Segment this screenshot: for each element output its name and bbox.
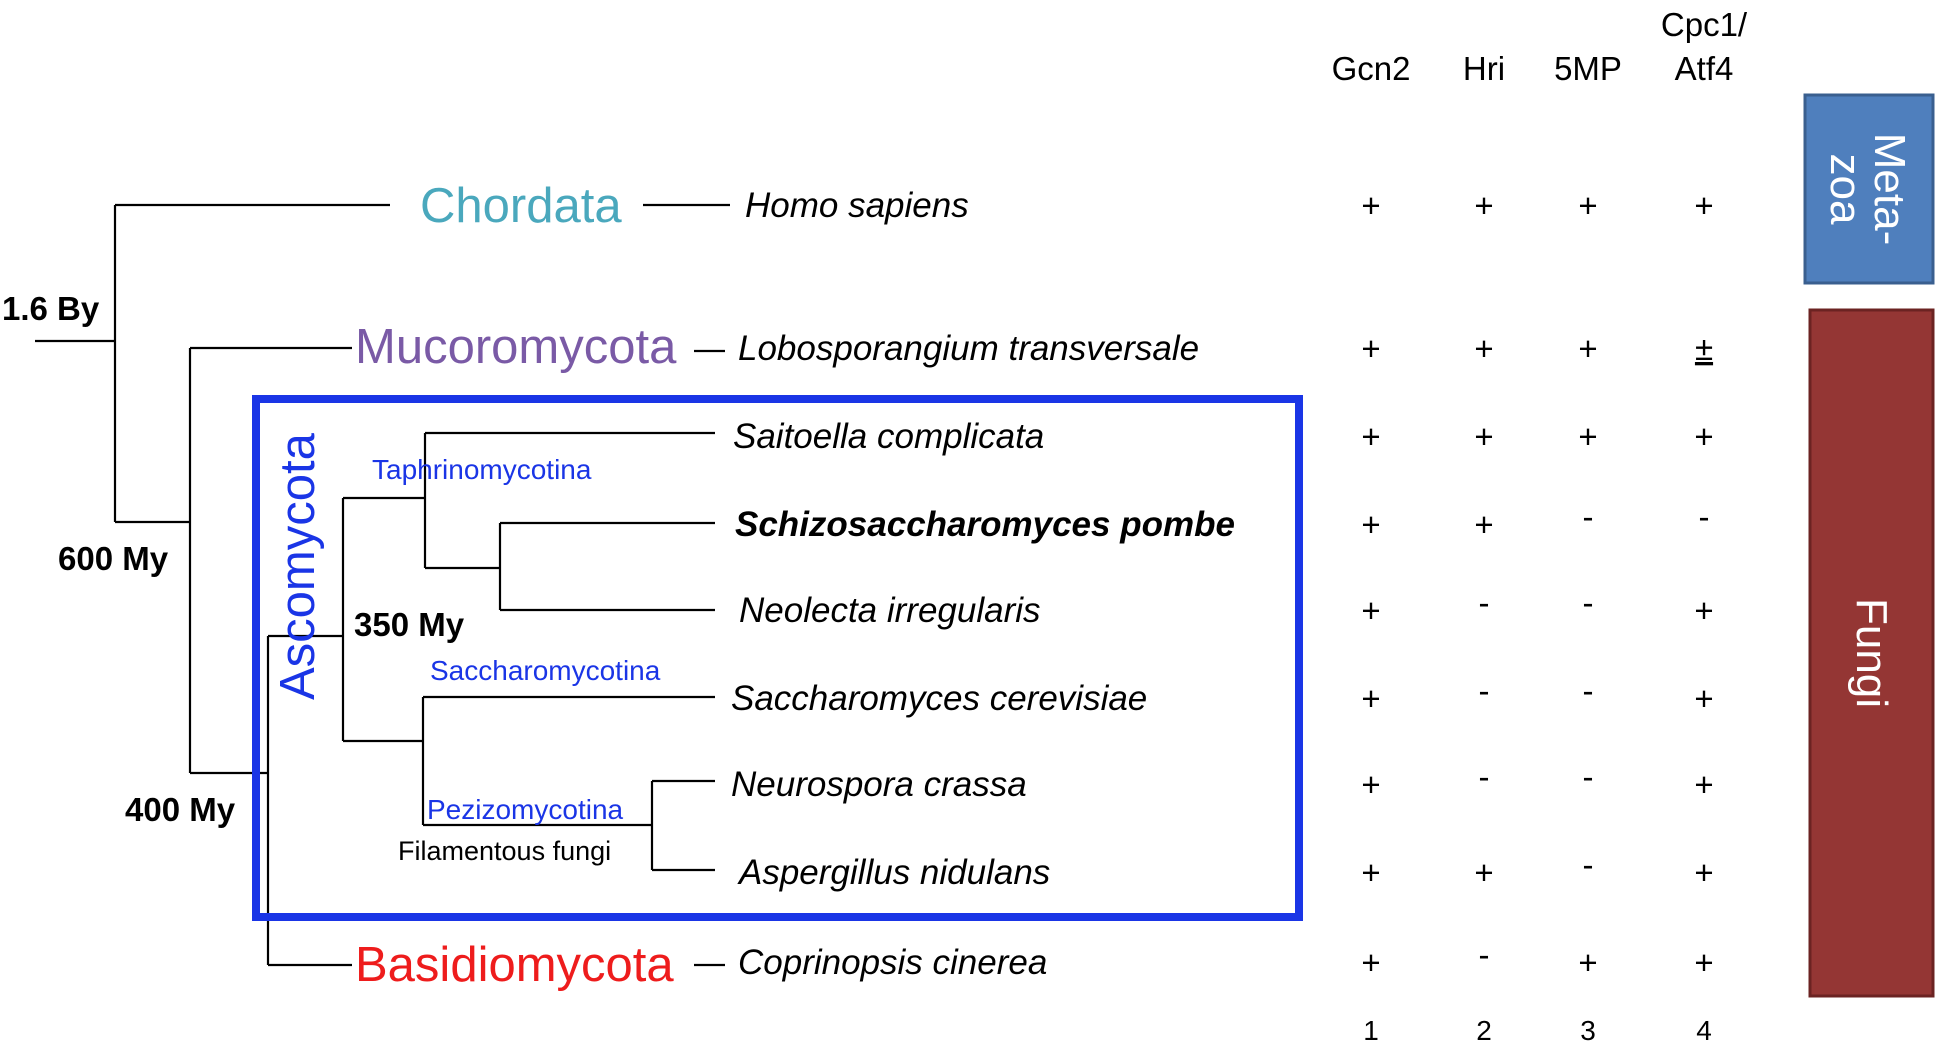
phylum-basidiomycota: Basidiomycota	[355, 938, 674, 992]
presence-cell: -	[1583, 758, 1594, 795]
presence-cell: +	[1474, 506, 1493, 543]
presence-cell: +	[1578, 187, 1597, 224]
presence-cell: -	[1479, 758, 1490, 795]
presence-cell: +	[1361, 592, 1380, 629]
age-root: 1.6 By	[2, 290, 100, 327]
presence-cell: -	[1479, 936, 1490, 973]
presence-cell: +	[1578, 418, 1597, 455]
presence-cell: +	[1694, 854, 1713, 891]
column-number: 1	[1363, 1015, 1379, 1045]
presence-cell: +	[1578, 944, 1597, 981]
metazoa-label: Meta- zoa	[1821, 133, 1914, 245]
fungi-label: Fungi	[1847, 598, 1896, 708]
presence-cell: -	[1583, 846, 1594, 883]
presence-cell: +	[1694, 766, 1713, 803]
species-name: Saccharomyces cerevisiae	[731, 679, 1147, 718]
presence-cell: +	[1361, 680, 1380, 717]
column-header-4-line-3: Atf4	[1675, 50, 1734, 87]
metazoa-label-line2: zoa	[1821, 154, 1870, 225]
presence-cell: +	[1361, 187, 1380, 224]
column-numbers: 1 2 3 4	[1363, 1015, 1712, 1046]
species-name: Homo sapiens	[745, 186, 969, 225]
column-number: 2	[1476, 1015, 1492, 1045]
presence-cell: +	[1474, 854, 1493, 891]
presence-cell: -	[1479, 584, 1490, 621]
presence-cell: ±	[1695, 330, 1713, 367]
presence-cell: +	[1694, 680, 1713, 717]
presence-cell: +	[1694, 944, 1713, 981]
presence-cell: +	[1361, 854, 1380, 891]
species-name: Neurospora crassa	[731, 765, 1027, 804]
presence-table: + + + + + + + ± + + + + + + - - + - - + + - - + + - - + + + - + + - + +	[1361, 187, 1713, 981]
species-name: Coprinopsis cinerea	[738, 943, 1047, 982]
ascomycota-box	[252, 395, 1303, 921]
presence-cell: +	[1474, 187, 1493, 224]
filamentous-fungi-label: Filamentous fungi	[398, 836, 611, 866]
species-name: Saitoella complicata	[733, 417, 1044, 456]
metazoa-box	[1803, 93, 1935, 285]
subphylum-pezizomycotina: Pezizomycotina	[427, 794, 624, 825]
metazoa-label-line1: Meta-	[1865, 133, 1914, 245]
species-name: Aspergillus nidulans	[737, 853, 1050, 892]
age-basidio: 400 My	[125, 791, 236, 828]
presence-cell: -	[1479, 672, 1490, 709]
presence-cell: -	[1583, 498, 1594, 535]
presence-cell: +	[1361, 418, 1380, 455]
presence-cell: +	[1361, 766, 1380, 803]
presence-cell: +	[1694, 592, 1713, 629]
column-header-3: 5MP	[1554, 50, 1622, 87]
presence-cell: +	[1361, 944, 1380, 981]
species-name: Schizosaccharomyces pombe	[735, 505, 1235, 544]
fungi-box	[1808, 308, 1935, 998]
age-fungi: 600 My	[58, 540, 169, 577]
phylum-chordata: Chordata	[420, 179, 622, 233]
presence-cell: +	[1694, 187, 1713, 224]
presence-cell: +	[1474, 418, 1493, 455]
species-name: Lobosporangium transversale	[738, 329, 1199, 368]
presence-cell: +	[1361, 506, 1380, 543]
age-asco: 350 My	[354, 606, 465, 643]
presence-cell: -	[1583, 672, 1594, 709]
presence-cell: -	[1583, 584, 1594, 621]
phylum-mucoromycota: Mucoromycota	[355, 320, 677, 374]
presence-cell: +	[1474, 330, 1493, 367]
presence-cell: -	[1699, 498, 1710, 535]
presence-cell: +	[1361, 330, 1380, 367]
presence-cell: +	[1578, 330, 1597, 367]
column-header-2: Hri	[1463, 50, 1505, 87]
tree-branches	[35, 203, 730, 967]
column-headers: Gcn2Hri5MPGcn4/Cpc1/Atf4	[1332, 6, 1748, 87]
subphylum-saccharomycotina: Saccharomycotina	[430, 655, 661, 686]
column-number: 4	[1696, 1015, 1712, 1045]
column-header-4-line-2: Cpc1/	[1661, 6, 1748, 43]
species-name: Neolecta irregularis	[739, 591, 1041, 630]
subphylum-taphrinomycotina: Taphrinomycotina	[372, 454, 592, 485]
column-number: 3	[1580, 1015, 1596, 1045]
presence-cell: +	[1694, 418, 1713, 455]
column-header-1: Gcn2	[1332, 50, 1411, 87]
phylum-ascomycota: Ascomycota	[271, 432, 325, 700]
